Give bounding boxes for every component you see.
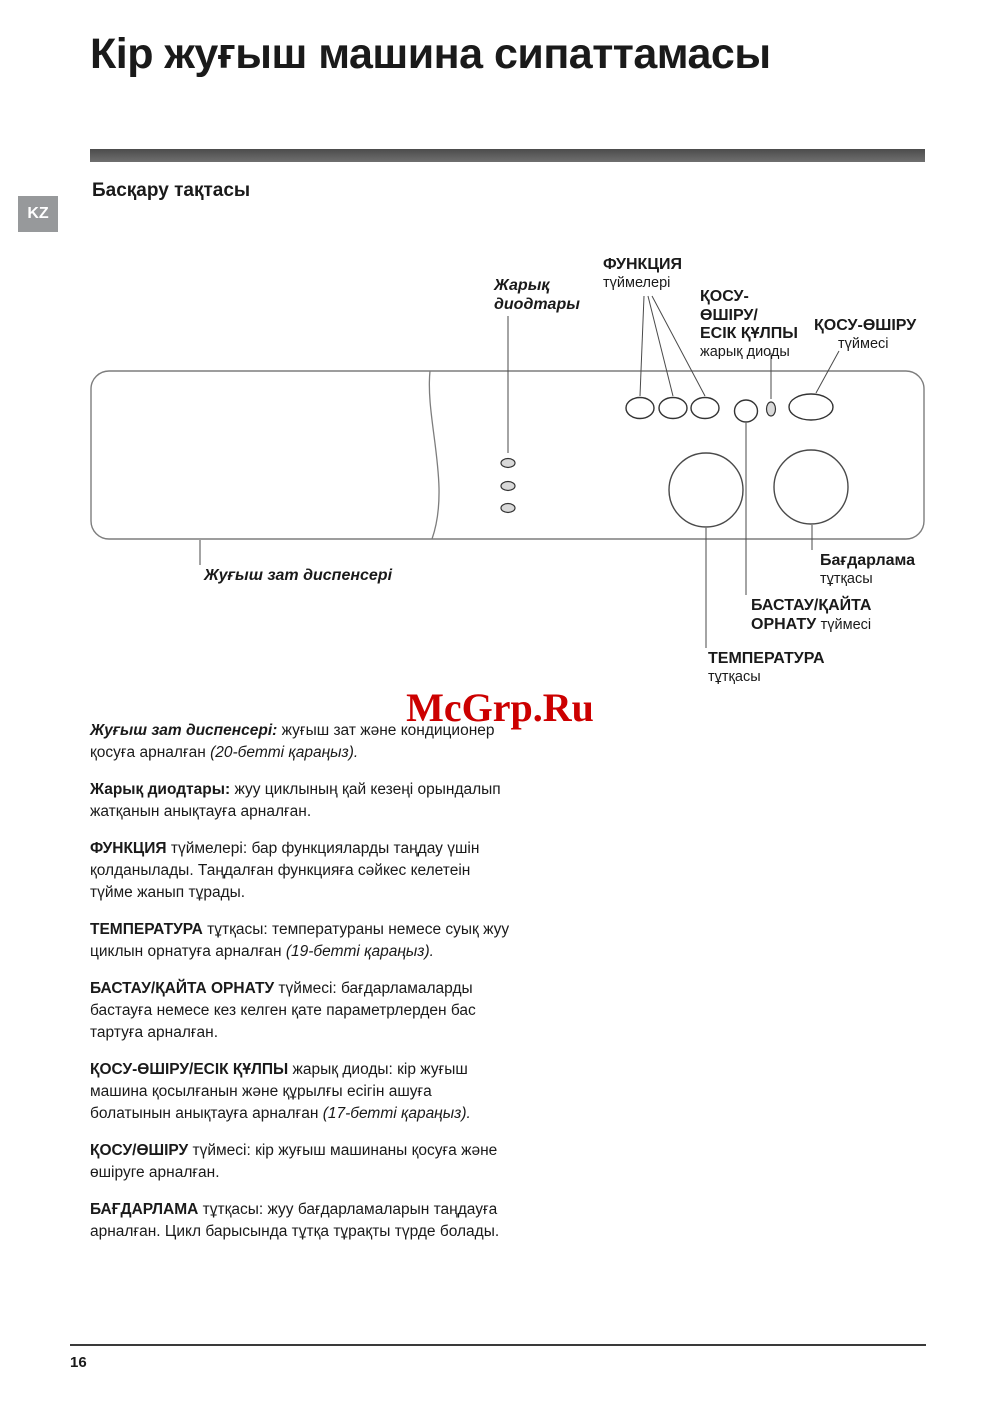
body-paragraph-temperature: ТЕМПЕРАТУРА тұтқасы: температураны немес… — [90, 921, 510, 960]
watermark: McGrp.Ru — [406, 685, 594, 730]
title-divider-bar — [90, 149, 925, 162]
label-dispenser: Жуғыш зат диспенсері — [204, 567, 393, 584]
control-panel-diagram — [90, 295, 925, 648]
paragraph-lead: ҚОСУ-ӨШІРУ/ЕСІК ҚҰЛПЫ — [90, 1061, 289, 1078]
paragraph-lead: Жуғыш зат диспенсері: — [90, 722, 278, 739]
paragraph-lead: БАСТАУ/ҚАЙТА ОРНАТУ — [90, 980, 275, 997]
function-button-2[interactable] — [658, 396, 688, 420]
body-paragraph-function: ФУНКЦИЯ түймелері: бар функцияларды таңд… — [90, 840, 480, 901]
body-paragraph-dispenser: Жуғыш зат диспенсері: жуғыш зат және кон… — [90, 722, 495, 761]
leader-line-function-3 — [651, 295, 706, 397]
status-led-2 — [500, 480, 516, 492]
label-temperature-knob: ТЕМПЕРАТУРА тұтқасы — [708, 650, 825, 685]
body-paragraph-leds: Жарық диодтары: жуу циклының қай кезеңі … — [90, 781, 501, 820]
leader-line-function-2 — [647, 295, 674, 397]
body-paragraph-program: БАҒДАРЛАМА тұтқасы: жуу бағдарламаларын … — [90, 1201, 500, 1240]
paragraph-lead: БАҒДАРЛАМА — [90, 1201, 199, 1218]
label-start-reset-button: БАСТАУ/ҚАЙТА ОРНАТУ түймесі — [751, 597, 872, 633]
page-title: Кір жуғыш машина сипаттамасы — [90, 30, 771, 78]
leader-line-function-1 — [639, 295, 645, 397]
onoff-doorlock-led — [765, 401, 777, 417]
leader-line-onoff-button — [815, 350, 840, 394]
function-button-3[interactable] — [690, 396, 720, 420]
section-heading: Басқару тақтасы — [92, 180, 251, 201]
paragraph-lead: ТЕМПЕРАТУРА — [90, 921, 203, 938]
label-function-buttons: ФУНКЦИЯ түймелері — [603, 256, 683, 291]
body-paragraph-doorlock-led: ҚОСУ-ӨШІРУ/ЕСІК ҚҰЛПЫ жарық диоды: кір ж… — [90, 1061, 471, 1122]
paragraph-lead: ФУНКЦИЯ — [90, 840, 167, 857]
page-number: 16 — [70, 1354, 87, 1371]
paragraph-lead: Жарық диодтары: — [90, 781, 231, 798]
body-paragraph-onoff: ҚОСУ/ӨШІРУ түймесі: кір жуғыш машинаны қ… — [90, 1142, 498, 1181]
onoff-button[interactable] — [788, 393, 834, 421]
language-tab: KZ — [18, 196, 58, 232]
function-button-1[interactable] — [625, 396, 655, 420]
temperature-knob[interactable] — [668, 452, 744, 528]
body-paragraph-start-reset: БАСТАУ/ҚАЙТА ОРНАТУ түймесі: бағдарламал… — [90, 980, 476, 1041]
dispenser-divider-curve — [428, 370, 440, 540]
label-onoff-button: ҚОСУ-ӨШІРУ түймесі — [814, 317, 917, 352]
label-leds: Жарық диодтары — [494, 277, 580, 313]
program-knob[interactable] — [773, 449, 849, 525]
footer-divider — [70, 1344, 926, 1346]
label-program-knob: Бағдарлама тұтқасы — [820, 552, 916, 587]
status-led-1 — [500, 457, 516, 469]
label-onoff-doorlock-led: ҚОСУ- ӨШІРУ/ ЕСІК ҚҰЛПЫ жарық диоды — [700, 288, 798, 360]
start-reset-button[interactable] — [733, 399, 759, 423]
body-text: Жуғыш зат диспенсері: жуғыш зат және кон… — [90, 720, 516, 1258]
paragraph-lead: ҚОСУ/ӨШІРУ — [90, 1142, 189, 1159]
status-led-3 — [500, 502, 516, 514]
